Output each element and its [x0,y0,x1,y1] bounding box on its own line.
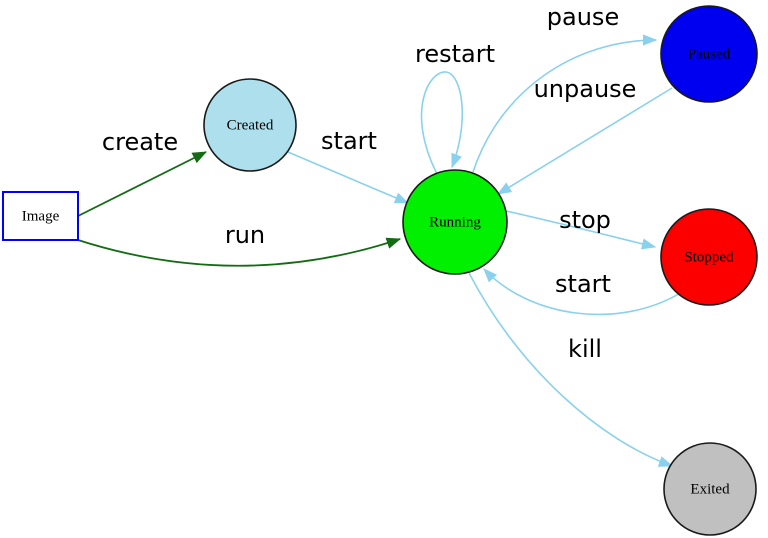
node-exited[interactable]: Exited [663,442,757,536]
node-created-label: Created [227,117,274,133]
edge-start-stopped: start [483,268,683,316]
node-created[interactable]: Created [203,78,297,172]
edge-label-start-stopped: start [555,270,611,298]
edge-kill-path [468,272,674,467]
node-created-shape[interactable] [203,78,297,172]
edge-pause-path [472,34,658,173]
node-running-label: Running [429,214,481,230]
edge-kill: kill [468,272,674,467]
edge-label-restart: restart [415,40,495,68]
edge-label-create: create [102,128,178,156]
edge-run-path [77,237,402,267]
edge-restart-path [420,71,463,175]
edge-pause: pause [472,3,658,173]
edge-create-path [77,151,207,217]
edge-run: run [77,221,402,267]
edge-label-unpause: unpause [534,75,637,103]
node-paused[interactable]: Paused [660,5,758,103]
edge-unpause: unpause [496,75,673,195]
edge-stop-path [505,210,657,250]
edge-label-stop: stop [559,206,611,234]
edge-label-run: run [225,221,265,249]
node-running[interactable]: Running [402,169,508,275]
node-paused-shape[interactable] [660,5,758,103]
edge-restart: restart [415,40,495,175]
node-exited-label: Exited [690,481,730,497]
edge-label-kill: kill [568,335,602,363]
node-stopped-label: Stopped [684,249,734,265]
edge-start-created: start [287,127,410,204]
node-stopped-shape[interactable] [660,208,758,306]
node-exited-shape[interactable] [663,442,757,536]
node-image[interactable]: Image [2,191,79,241]
edge-unpause-path [496,87,673,195]
edge-start-stopped-path [483,268,683,316]
node-running-shape[interactable] [402,169,508,275]
node-paused-label: Paused [688,46,731,62]
edge-create: create [77,128,207,217]
edge-start-created-path [287,151,410,204]
node-stopped[interactable]: Stopped [660,208,758,306]
node-image-label: Image [22,208,60,224]
edge-label-start-created: start [321,127,377,155]
node-image-shape[interactable] [2,191,79,241]
edge-label-pause: pause [547,3,619,31]
edge-stop: stop [505,206,657,250]
